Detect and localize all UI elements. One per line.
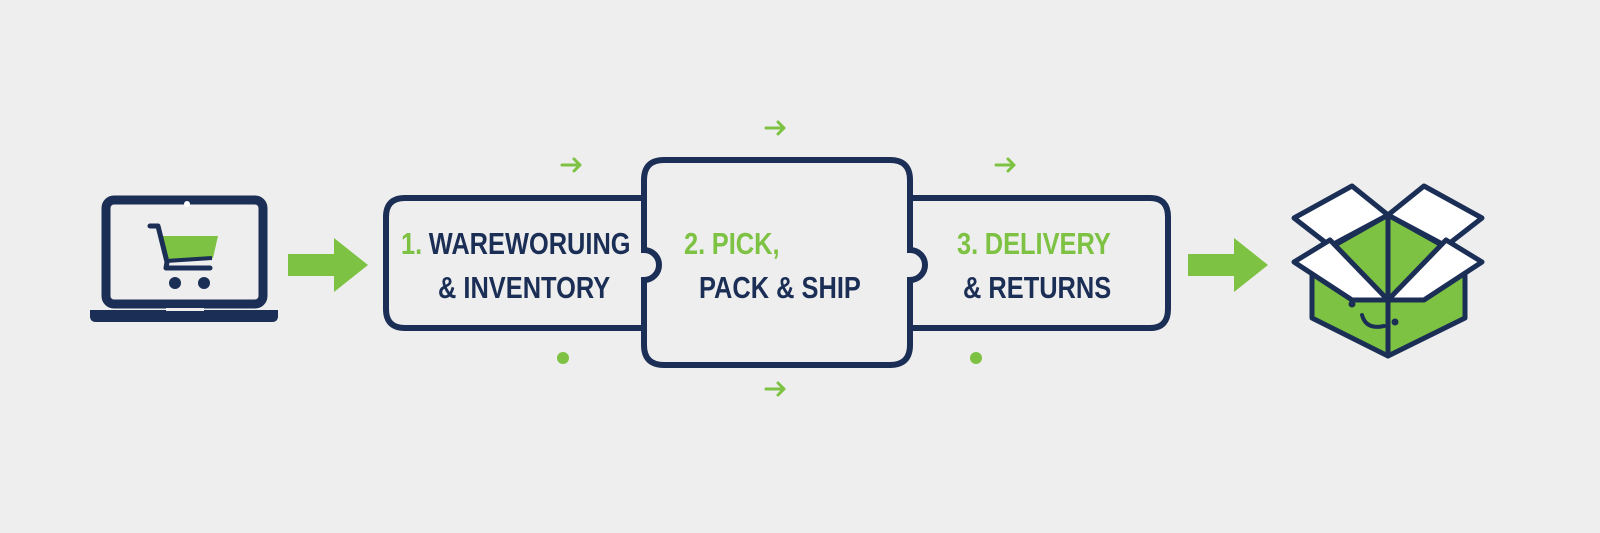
step-3-title: 3.DELIVERY [957, 227, 1111, 262]
step-2-card [641, 157, 928, 368]
step-2-title: 2.PICK, [684, 227, 780, 262]
arrow-right-icon [288, 238, 368, 292]
step-1-title: 1.WAREWORUING [401, 227, 631, 262]
small-arrow-icon [560, 157, 582, 173]
step-2-subtitle: PACK & SHIP [699, 271, 861, 306]
arrow-right-icon [1188, 238, 1268, 292]
small-arrow-icon [764, 120, 786, 136]
step-1-subtitle: & INVENTORY [438, 271, 610, 306]
dot-icon [557, 352, 569, 364]
small-arrow-icon [994, 157, 1016, 173]
small-arrow-icon [764, 381, 786, 397]
smiley-face-icon [1348, 300, 1399, 329]
step-3-subtitle: & RETURNS [963, 271, 1111, 306]
laptop-cart-icon [90, 195, 278, 322]
dot-icon [970, 352, 982, 364]
step-3-card [905, 195, 1171, 331]
step-1-card [383, 195, 664, 331]
open-box-icon [1291, 183, 1485, 359]
